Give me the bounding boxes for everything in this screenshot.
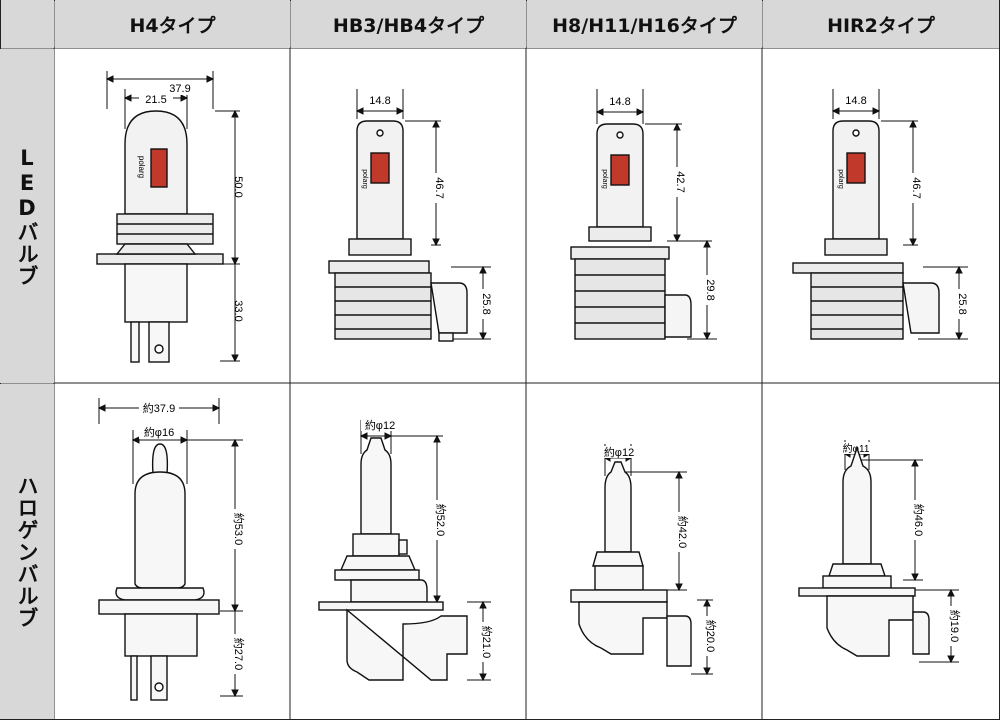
brand-logo-text: polarg xyxy=(361,169,368,189)
header-h8-h11-h16: H8/H11/H16タイプ xyxy=(527,0,762,48)
header-hir2: HIR2タイプ xyxy=(763,0,999,48)
led-hb3-hb4-diagram: 14.8 46.7 25.8 polarg xyxy=(291,49,526,383)
dim-height-upper: 約52.0 xyxy=(434,504,448,536)
dim-height-lower: 約21.0 xyxy=(480,626,494,658)
dim-height-lower: 29.8 xyxy=(704,279,716,300)
dim-height-lower: 約20.0 xyxy=(704,620,718,652)
dim-height-lower: 25.8 xyxy=(956,293,968,314)
halogen-h8-h11-h16-diagram: 約φ12 約42.0 約20.0 xyxy=(527,384,762,719)
dim-width: 14.8 xyxy=(369,95,390,107)
brand-logo-text: polarg xyxy=(137,156,146,178)
led-h4-diagram: 37.9 21.5 50.0 33.0 polarg xyxy=(55,49,290,383)
dim-height-lower: 約19.0 xyxy=(948,610,962,642)
brand-logo-text: polarg xyxy=(601,169,608,189)
dim-height-upper: 42.7 xyxy=(674,171,686,192)
header-h4: H4タイプ xyxy=(55,0,290,48)
row-label-led: LEDバルブ xyxy=(0,49,54,383)
dim-height-upper: 約53.0 xyxy=(232,513,246,545)
dim-height-upper: 46.7 xyxy=(910,177,922,198)
dim-width-inner: 21.5 xyxy=(145,94,166,106)
row-label-halogen: ハロゲンバルブ xyxy=(0,384,54,719)
halogen-hir2-diagram: 約φ11 約46.0 約19.0 xyxy=(763,384,999,719)
dim-width-inner: 約φ16 xyxy=(144,425,174,439)
brand-logo-text: polarg xyxy=(837,169,844,189)
dim-width: 約φ12 xyxy=(604,445,634,459)
halogen-h4-diagram: 約37.9 約φ16 約53.0 約27.0 xyxy=(55,384,290,719)
dim-height-upper: 50.0 xyxy=(232,176,244,197)
dim-height-lower: 約27.0 xyxy=(232,638,246,670)
dim-height-upper: 約42.0 xyxy=(676,516,690,548)
row-label-led-text: LEDバルブ xyxy=(15,145,39,287)
dim-height-lower: 33.0 xyxy=(232,300,244,321)
led-h8-h11-h16-diagram: 14.8 42.7 29.8 polarg xyxy=(527,49,762,383)
dim-width: 14.8 xyxy=(845,95,866,107)
row-label-halogen-text: ハロゲンバルブ xyxy=(15,474,39,629)
dim-width-total: 約37.9 xyxy=(143,401,175,415)
dim-width-total: 37.9 xyxy=(169,83,190,95)
halogen-hb3-hb4-diagram: 約φ12 約52.0 約21.0 xyxy=(291,384,526,719)
dim-height-lower: 25.8 xyxy=(480,293,492,314)
dim-width: 14.8 xyxy=(609,96,630,108)
led-hir2-diagram: 14.8 46.7 25.8 polarg xyxy=(763,49,999,383)
header-corner xyxy=(1,0,54,48)
dim-width: 約φ12 xyxy=(365,418,395,432)
dim-height-upper: 46.7 xyxy=(433,177,445,198)
dim-height-upper: 約46.0 xyxy=(912,504,926,536)
header-hb3-hb4: HB3/HB4タイプ xyxy=(291,0,526,48)
